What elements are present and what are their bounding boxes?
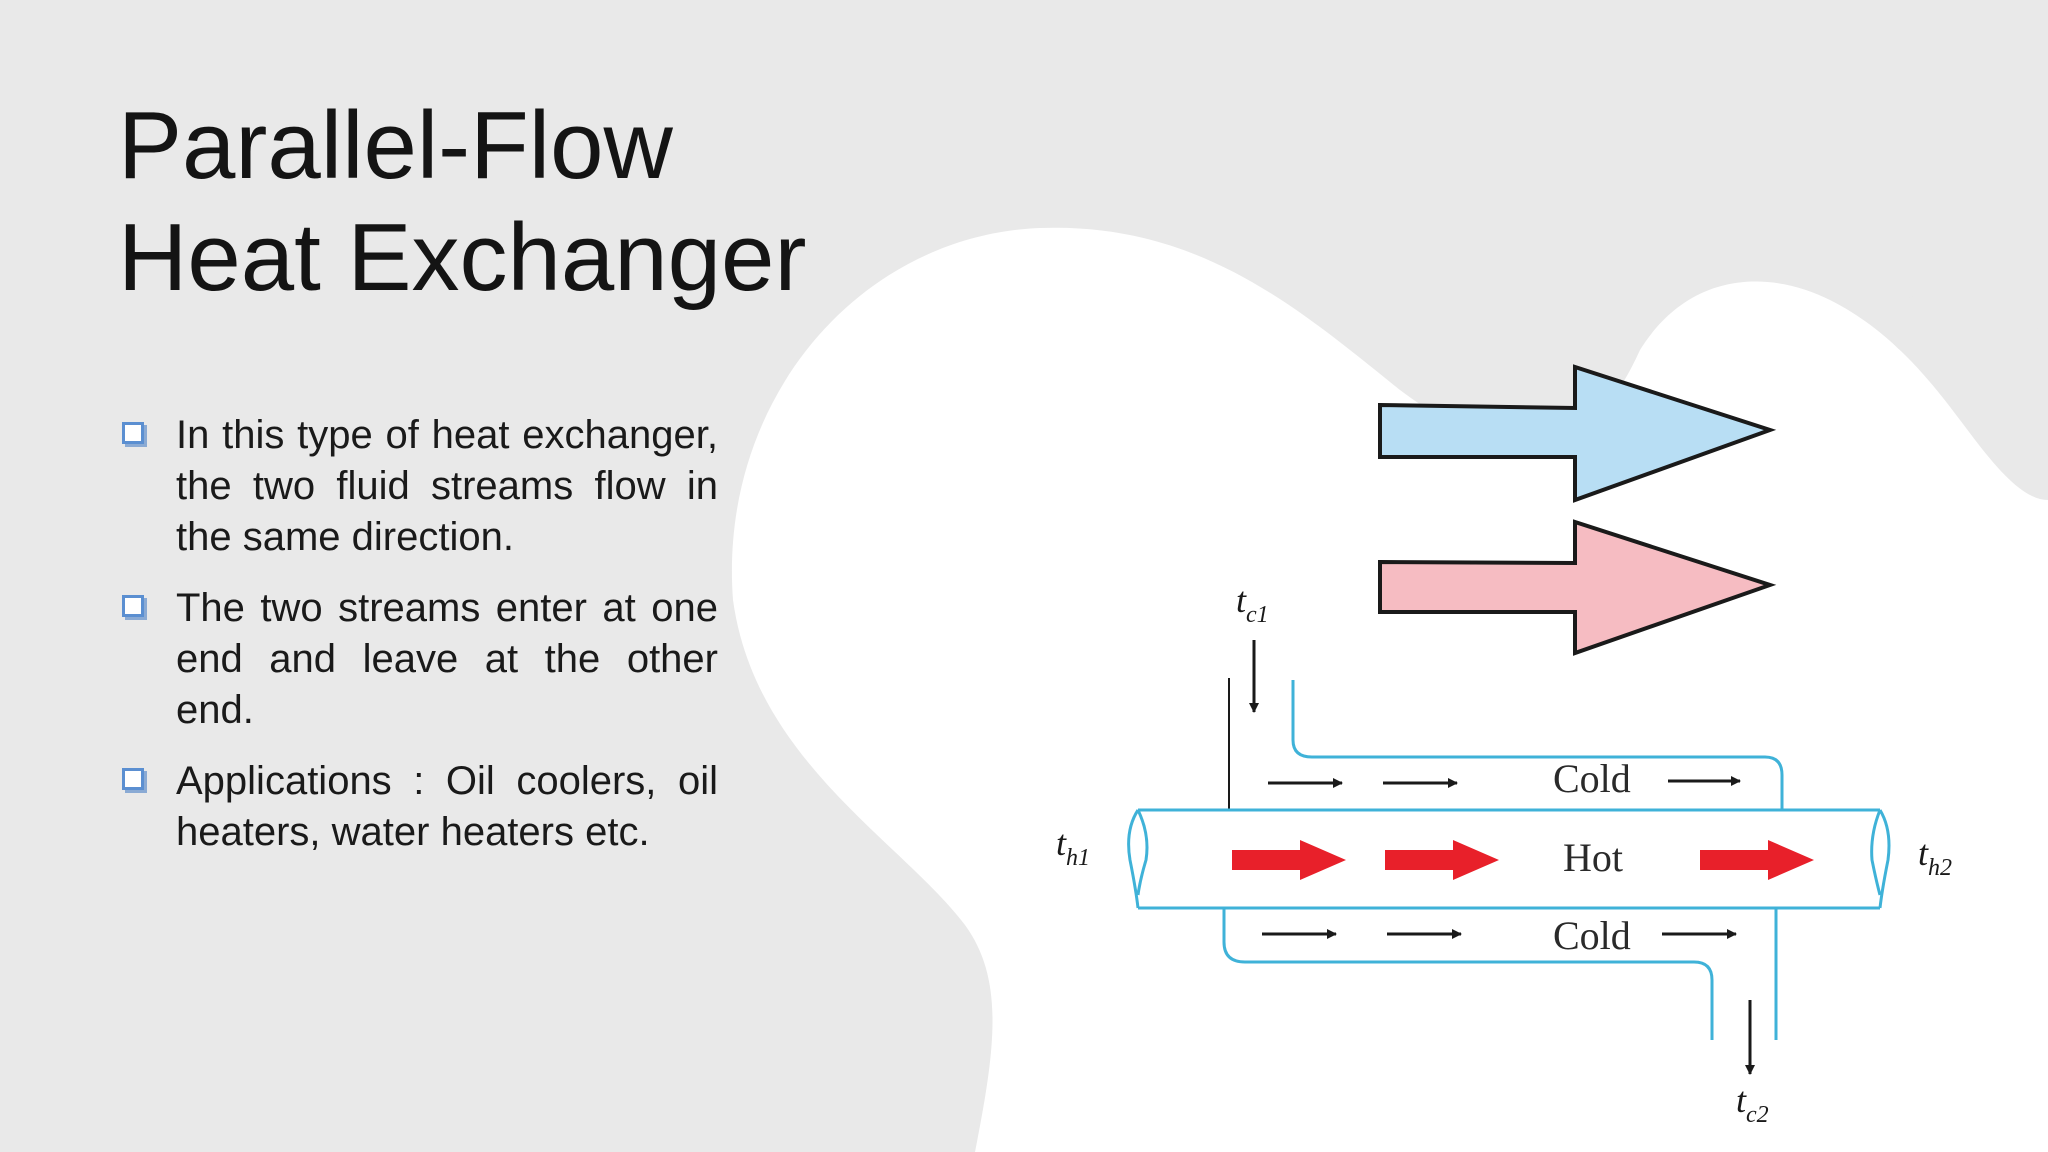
checkbox-bullet-icon [122, 595, 144, 617]
cold-label-top: Cold [1553, 756, 1631, 801]
cold-annulus-bottom [1222, 908, 1714, 1040]
th2-sub: h2 [1928, 855, 1952, 881]
page-title: Parallel-Flow Heat Exchanger [118, 90, 806, 314]
grey-dot-small [1888, 296, 1948, 356]
bullet-item: In this type of heat exchanger, the two … [118, 410, 718, 563]
white-blob [731, 227, 2048, 1152]
grey-dot-large [1971, 328, 2048, 456]
tc1-symbol: tc1 [1236, 580, 1269, 628]
hot-flow-arrow [1700, 840, 1814, 880]
th2-main: t [1918, 833, 1929, 873]
th1-main: t [1056, 823, 1067, 863]
hot-pipe [1138, 808, 1880, 910]
tc1-main: t [1236, 580, 1247, 620]
cold-flow-legend-arrow [1378, 364, 1777, 503]
pipe-end-right [1870, 809, 1891, 909]
bullet-text: In this type of heat exchanger, the two … [176, 413, 718, 559]
cold-label-bottom: Cold [1553, 913, 1631, 958]
th1-symbol: th1 [1056, 823, 1090, 871]
bullet-item: Applications : Oil coolers, oil heaters,… [118, 756, 718, 858]
bullet-list: In this type of heat exchanger, the two … [118, 410, 718, 878]
pipe-end-left [1127, 809, 1149, 909]
hot-flow-legend-arrow [1378, 519, 1777, 656]
tc1-sub: c1 [1246, 602, 1269, 628]
checkbox-bullet-icon [122, 422, 144, 444]
hot-flow-arrow [1232, 840, 1346, 880]
hot-flow-arrow [1385, 840, 1499, 880]
bullet-text: The two streams enter at one end and lea… [176, 586, 718, 732]
th2-symbol: th2 [1918, 833, 1952, 881]
bullet-text: Applications : Oil coolers, oil heaters,… [176, 759, 718, 854]
bullet-item: The two streams enter at one end and lea… [118, 583, 718, 736]
cold-annulus-top [1291, 680, 1784, 810]
title-line-2: Heat Exchanger [118, 204, 807, 311]
hot-label: Hot [1563, 835, 1623, 880]
checkbox-bullet-icon [122, 768, 144, 790]
tc2-symbol: tc2 [1736, 1080, 1769, 1128]
tc2-main: t [1736, 1080, 1747, 1120]
tc2-sub: c2 [1746, 1102, 1769, 1128]
th1-sub: h1 [1066, 845, 1090, 871]
title-line-1: Parallel-Flow [118, 92, 673, 199]
